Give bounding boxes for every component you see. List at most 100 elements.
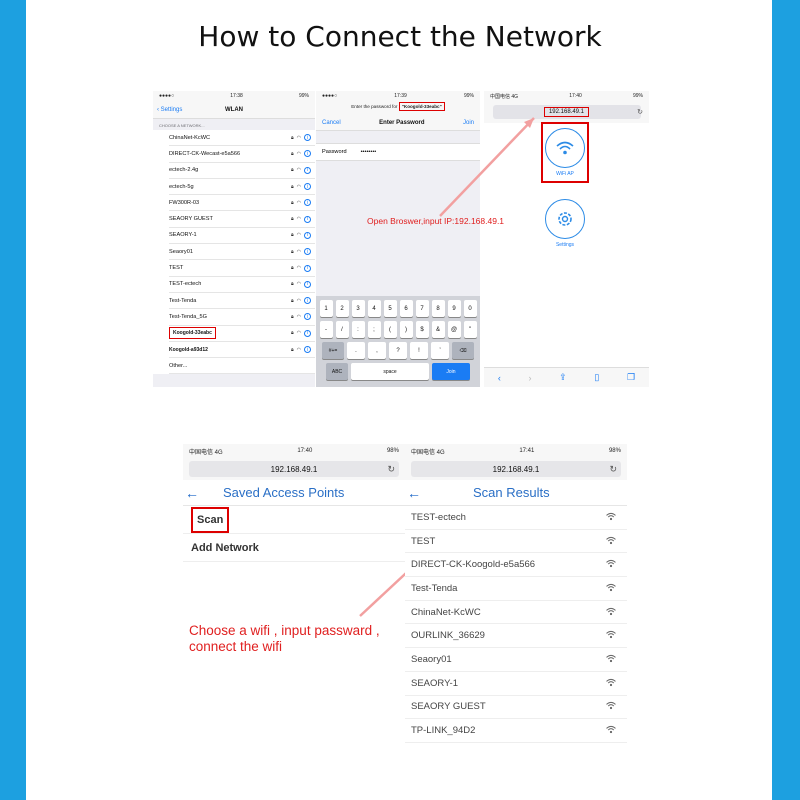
keyboard-key[interactable]: & bbox=[431, 321, 445, 338]
network-row[interactable]: ectech-2.4g🔒︎◠i bbox=[169, 163, 315, 179]
abc-key[interactable]: ABC bbox=[326, 363, 348, 380]
network-row[interactable]: TEST🔒︎◠i bbox=[169, 260, 315, 277]
keyboard-key[interactable]: 9 bbox=[447, 300, 461, 317]
password-prompt: Enter the password for "Koogold-33eabc" bbox=[316, 101, 480, 115]
keyboard-key[interactable]: ( bbox=[383, 321, 397, 338]
network-row[interactable]: ChinaNet-KcWC🔒︎◠i bbox=[169, 130, 315, 147]
delete-key[interactable]: ⌫ bbox=[452, 342, 474, 359]
info-icon[interactable]: i bbox=[304, 150, 311, 158]
scan-result-row[interactable]: Test-Tenda bbox=[405, 577, 627, 601]
back-settings-button[interactable]: ‹ Settings bbox=[153, 107, 182, 113]
wifi-signal-icon bbox=[605, 536, 617, 547]
keyboard-key[interactable]: @ bbox=[447, 321, 461, 338]
bookmarks-icon[interactable]: ▯ bbox=[594, 372, 600, 382]
reload-icon[interactable]: ↻ bbox=[387, 463, 395, 474]
info-icon[interactable]: i bbox=[304, 215, 311, 223]
network-row[interactable]: FW300R-03🔒︎◠i bbox=[169, 195, 315, 212]
scan-result-row[interactable]: Seaory01 bbox=[405, 648, 627, 672]
scan-result-row[interactable]: DIRECT-CK-Koogold-e5a566 bbox=[405, 553, 627, 578]
reload-icon[interactable]: ↻ bbox=[637, 109, 643, 116]
join-key[interactable]: Join bbox=[432, 363, 470, 380]
keyboard-key[interactable]: 5 bbox=[383, 300, 397, 317]
wifi-ap-button[interactable]: WiFi AP bbox=[541, 122, 589, 183]
wifi-signal-icon bbox=[605, 559, 617, 570]
info-icon[interactable]: i bbox=[304, 231, 311, 239]
info-icon[interactable]: i bbox=[304, 264, 311, 272]
network-row[interactable]: DIRECT-CK-Wecast-e5a566🔒︎◠i bbox=[169, 146, 315, 163]
keyboard-key[interactable]: 4 bbox=[367, 300, 381, 317]
scan-result-row[interactable]: OURLINK_36629 bbox=[405, 624, 627, 649]
keyboard-key[interactable]: . bbox=[347, 342, 365, 359]
keyboard-key[interactable]: " bbox=[463, 321, 477, 338]
info-icon[interactable]: i bbox=[304, 199, 311, 207]
network-row[interactable]: Other... bbox=[169, 358, 315, 375]
scan-result-row[interactable]: TP-LINK_94D2 bbox=[405, 719, 627, 743]
back-arrow-icon[interactable]: ← bbox=[407, 484, 421, 501]
info-icon[interactable]: i bbox=[304, 166, 311, 174]
back-arrow-icon[interactable]: ← bbox=[185, 484, 199, 501]
symbols-toggle-key[interactable]: #+= bbox=[322, 342, 344, 359]
keyboard-key[interactable]: - bbox=[319, 321, 333, 338]
network-row[interactable]: Test-Tenda🔒︎◠i bbox=[169, 293, 315, 310]
join-button[interactable]: Join bbox=[462, 119, 474, 126]
network-row[interactable]: ectech-5g🔒︎◠i bbox=[169, 179, 315, 196]
network-row[interactable]: Test-Tenda_5G🔒︎◠i bbox=[169, 309, 315, 326]
keyboard-key[interactable]: 6 bbox=[399, 300, 413, 317]
network-name: Seaory01 bbox=[169, 248, 193, 255]
network-row[interactable]: Seaory01🔒︎◠i bbox=[169, 244, 315, 261]
settings-button[interactable]: Settings bbox=[541, 199, 589, 248]
scan-result-row[interactable]: TEST-ectech bbox=[405, 506, 627, 530]
info-icon[interactable]: i bbox=[304, 346, 311, 353]
annotation-line-1: Choose a wifi , input passward , bbox=[189, 623, 380, 638]
space-key[interactable]: space bbox=[351, 363, 429, 380]
network-row[interactable]: SEAORY-1🔒︎◠i bbox=[169, 228, 315, 245]
network-name: SEAORY-1 bbox=[169, 232, 197, 239]
keyboard-key[interactable]: 3 bbox=[351, 300, 365, 317]
forward-icon[interactable]: › bbox=[528, 372, 532, 383]
scan-result-row[interactable]: SEAORY GUEST bbox=[405, 696, 627, 720]
cancel-button[interactable]: Cancel bbox=[322, 119, 341, 126]
keyboard-key[interactable]: ! bbox=[410, 342, 428, 359]
back-icon[interactable]: ‹ bbox=[497, 372, 501, 383]
network-row[interactable]: Koogold-a93d12🔒︎◠i bbox=[169, 342, 315, 359]
network-icons: 🔒︎◠i bbox=[291, 280, 311, 288]
keyboard-key[interactable]: ? bbox=[389, 342, 407, 359]
keyboard-key[interactable]: 2 bbox=[335, 300, 349, 317]
url-field[interactable]: 192.168.49.1 bbox=[411, 461, 621, 477]
info-icon[interactable]: i bbox=[304, 313, 311, 321]
keyboard-key[interactable]: : bbox=[351, 321, 365, 338]
network-row[interactable]: Koogold-33eabc🔒︎◠i bbox=[169, 326, 315, 342]
keyboard-key[interactable]: , bbox=[368, 342, 386, 359]
share-icon[interactable]: ⇪ bbox=[559, 372, 567, 382]
wifi-icon: ◠ bbox=[296, 134, 301, 141]
keyboard-key[interactable]: ) bbox=[399, 321, 413, 338]
status-bar: 中国电信 4G 17:41 98% bbox=[405, 444, 627, 458]
network-row[interactable]: TEST-ectech🔒︎◠i bbox=[169, 277, 315, 293]
scan-result-row[interactable]: ChinaNet-KcWC bbox=[405, 601, 627, 625]
keyboard-key[interactable]: ; bbox=[367, 321, 381, 338]
info-icon[interactable]: i bbox=[304, 280, 311, 288]
scan-button[interactable]: Scan bbox=[183, 506, 405, 534]
info-icon[interactable]: i bbox=[304, 297, 311, 305]
keyboard-key[interactable]: 1 bbox=[319, 300, 333, 317]
url-field[interactable]: 192.168.49.1 bbox=[492, 105, 641, 119]
add-network-button[interactable]: Add Network bbox=[183, 534, 405, 562]
reload-icon[interactable]: ↻ bbox=[609, 463, 617, 474]
info-icon[interactable]: i bbox=[304, 329, 311, 337]
password-field[interactable]: Password •••••••• bbox=[316, 143, 480, 161]
scan-result-row[interactable]: SEAORY-1 bbox=[405, 672, 627, 696]
keyboard-key[interactable]: / bbox=[335, 321, 349, 338]
scan-result-row[interactable]: TEST bbox=[405, 530, 627, 554]
keyboard-key[interactable]: 7 bbox=[415, 300, 429, 317]
info-icon[interactable]: i bbox=[304, 134, 311, 142]
info-icon[interactable]: i bbox=[304, 248, 311, 256]
tabs-icon[interactable]: ❐ bbox=[627, 372, 636, 382]
network-row[interactable]: SEAORY GUEST🔒︎◠i bbox=[169, 211, 315, 228]
keyboard-key[interactable]: 0 bbox=[463, 300, 477, 317]
info-icon[interactable]: i bbox=[304, 183, 311, 191]
keyboard-key[interactable]: 8 bbox=[431, 300, 445, 317]
keyboard-key[interactable]: $ bbox=[415, 321, 429, 338]
url-field[interactable]: 192.168.49.1 bbox=[189, 461, 399, 477]
keyboard-key[interactable]: ’ bbox=[431, 342, 449, 359]
